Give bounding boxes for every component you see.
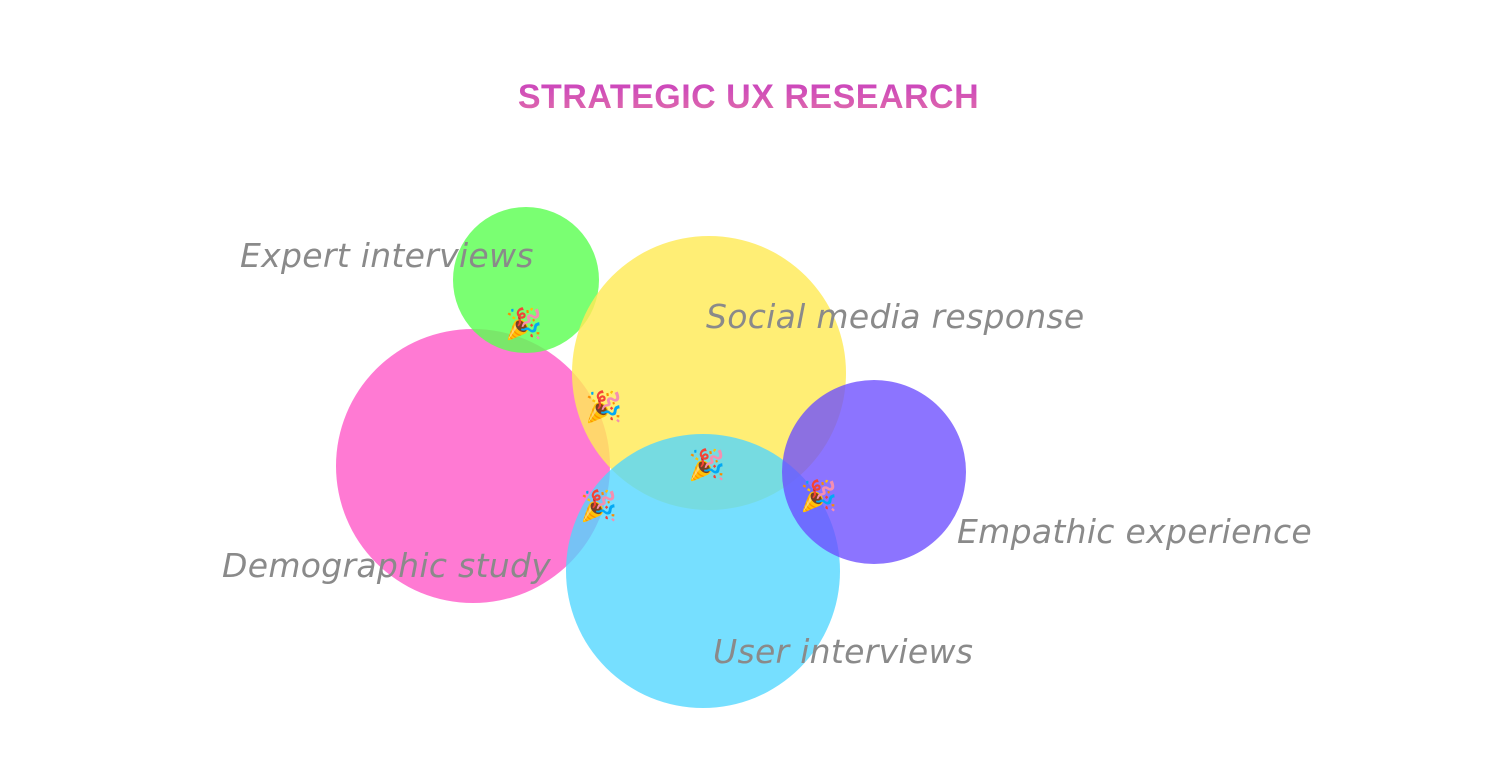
circle-demographic-study <box>336 329 610 603</box>
label-demographic-study: Demographic study <box>222 546 552 585</box>
label-user-interviews: User interviews <box>713 632 974 671</box>
circle-expert-interviews <box>453 207 599 353</box>
label-expert-interviews: Expert interviews <box>240 236 534 275</box>
party-popper-icon: 🎉 <box>800 479 838 514</box>
party-popper-icon: 🎉 <box>688 448 726 483</box>
page-title: STRATEGIC UX RESEARCH <box>0 78 1497 117</box>
party-popper-icon: 🎉 <box>580 489 618 524</box>
circle-user-interviews <box>566 434 840 708</box>
party-popper-icon: 🎉 <box>505 307 543 342</box>
label-social-media-response: Social media response <box>706 297 1085 336</box>
circle-empathic-experience <box>782 380 966 564</box>
circle-social-media-response <box>572 236 846 510</box>
label-empathic-experience: Empathic experience <box>957 512 1313 551</box>
party-popper-icon: 🎉 <box>585 390 623 425</box>
